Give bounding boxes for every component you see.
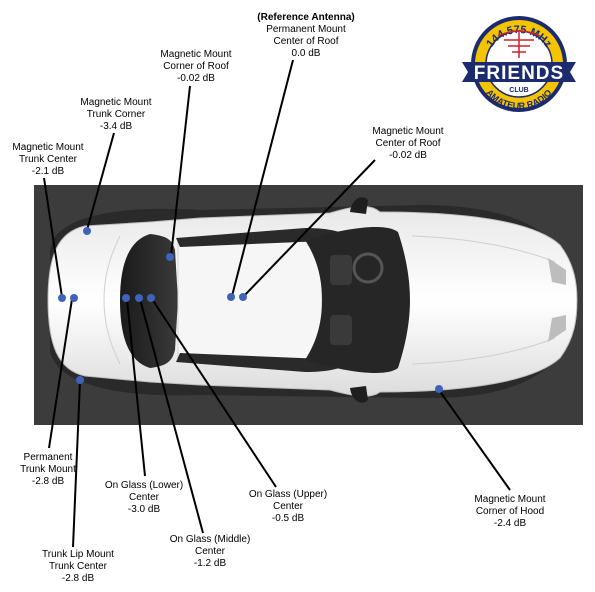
annotation-glass-upper-value: -0.5 dB xyxy=(271,513,305,524)
annotation-trunk-lip-line1: Trunk Lip Mount xyxy=(42,549,114,560)
annotation-mag-roof-corner: Magnetic Mount Corner of Roof -0.02 dB xyxy=(146,49,246,85)
mirror-bottom xyxy=(350,386,368,403)
annotation-mag-hood: Magnetic Mount Corner of Hood -2.4 dB xyxy=(460,494,560,530)
leader-line-mag-roof-corner xyxy=(170,85,191,257)
antenna-dot-mag-hood xyxy=(435,385,443,393)
annotation-perm-trunk: Permanent Trunk Mount -2.8 dB xyxy=(6,452,90,488)
car-top-view xyxy=(47,197,578,403)
annotation-glass-upper-line2: Center xyxy=(272,501,303,512)
antenna-markers xyxy=(58,227,443,393)
leader-line-mag-trunk-corner xyxy=(86,132,115,231)
antenna-dot-glass-upper xyxy=(147,294,155,302)
antenna-tower-icon xyxy=(497,30,541,58)
antenna-dot-mag-roof-center xyxy=(239,293,247,301)
annotation-reference-line2: Permanent Mount xyxy=(266,24,346,35)
annotation-glass-lower-line2: Center xyxy=(128,492,159,503)
annotation-reference-line1: (Reference Antenna) xyxy=(257,12,355,23)
annotation-mag-roof-corner-line2: Corner of Roof xyxy=(163,61,229,72)
annotation-glass-lower: On Glass (Lower) Center -3.0 dB xyxy=(94,480,194,516)
annotation-mag-trunk-center-value: -2.1 dB xyxy=(31,166,65,177)
antenna-dot-reference xyxy=(227,293,235,301)
annotation-mag-roof-corner-value: -0.02 dB xyxy=(177,73,215,84)
annotation-mag-trunk-corner-value: -3.4 dB xyxy=(99,121,133,132)
leader-line-perm-trunk xyxy=(48,298,73,449)
logo-club: CLUB xyxy=(509,87,528,94)
annotation-glass-upper: On Glass (Upper) Center -0.5 dB xyxy=(236,489,340,525)
annotation-reference-antenna: (Reference Antenna) Permanent Mount Cent… xyxy=(240,12,372,60)
annotation-mag-trunk-corner-line2: Trunk Corner xyxy=(86,109,146,120)
annotation-perm-trunk-line2: Trunk Mount xyxy=(20,464,76,475)
annotation-glass-middle-value: -1.2 dB xyxy=(193,558,227,569)
annotation-glass-middle-line1: On Glass (Middle) xyxy=(169,534,251,545)
annotation-perm-trunk-value: -2.8 dB xyxy=(31,476,65,487)
logo-banner xyxy=(462,62,576,82)
annotation-glass-lower-line1: On Glass (Lower) xyxy=(104,480,184,491)
leader-line-mag-hood xyxy=(438,389,511,491)
annotation-reference-line3: Center of Roof xyxy=(273,36,339,47)
leader-line-mag-roof-center xyxy=(242,159,376,298)
leader-line-reference xyxy=(231,59,294,297)
annotation-mag-hood-line1: Magnetic Mount xyxy=(474,494,546,505)
annotation-glass-middle: On Glass (Middle) Center -1.2 dB xyxy=(158,534,262,570)
side-window-bottom xyxy=(176,353,355,372)
side-window-top xyxy=(176,228,355,247)
antenna-dot-mag-trunk-corner xyxy=(83,227,91,235)
annotation-mag-trunk-corner-line1: Magnetic Mount xyxy=(80,97,152,108)
antenna-dot-mag-roof-corner xyxy=(166,253,174,261)
annotation-mag-trunk-corner: Magnetic Mount Trunk Corner -3.4 dB xyxy=(66,97,166,133)
leader-line-glass-middle xyxy=(139,298,204,534)
leader-line-glass-upper xyxy=(151,298,277,488)
annotation-glass-lower-value: -3.0 dB xyxy=(127,504,161,515)
annotation-perm-trunk-line1: Permanent xyxy=(23,452,73,463)
antenna-dot-mag-trunk-center xyxy=(58,294,66,302)
annotation-mag-hood-line2: Corner of Hood xyxy=(475,506,545,517)
friends-club-logo: 144.575 MHz FRIENDS CLUB AMATEUR RADIO xyxy=(462,16,576,112)
annotation-mag-roof-center: Magnetic Mount Center of Roof -0.02 dB xyxy=(358,126,458,162)
annotation-reference-value: 0.0 dB xyxy=(291,48,321,59)
annotation-mag-hood-value: -2.4 dB xyxy=(493,518,527,529)
annotation-trunk-lip-line2: Trunk Center xyxy=(49,561,107,572)
mirror-top xyxy=(350,197,368,214)
leader-line-mag-trunk-center xyxy=(43,177,63,298)
antenna-dot-glass-middle xyxy=(135,294,143,302)
annotation-mag-roof-center-line2: Center of Roof xyxy=(375,138,441,149)
annotation-mag-trunk-center: Magnetic Mount Trunk Center -2.1 dB xyxy=(0,142,96,178)
annotation-mag-trunk-center-line2: Trunk Center xyxy=(19,154,77,165)
annotation-trunk-lip-value: -2.8 dB xyxy=(61,573,95,584)
antenna-dot-trunk-lip xyxy=(76,376,84,384)
leader-lines xyxy=(43,59,511,548)
antenna-dot-perm-trunk xyxy=(70,294,78,302)
logo-name: FRIENDS xyxy=(474,63,564,84)
annotation-mag-roof-corner-line1: Magnetic Mount xyxy=(160,49,232,60)
antenna-dot-glass-lower xyxy=(122,294,130,302)
annotation-glass-middle-line2: Center xyxy=(194,546,225,557)
annotation-mag-trunk-center-line1: Magnetic Mount xyxy=(12,142,84,153)
leader-line-trunk-lip xyxy=(72,380,81,548)
annotation-mag-roof-center-value: -0.02 dB xyxy=(389,150,427,161)
leader-line-glass-lower xyxy=(126,298,146,477)
annotation-glass-upper-line1: On Glass (Upper) xyxy=(248,489,328,500)
annotation-mag-roof-center-line1: Magnetic Mount xyxy=(372,126,444,137)
annotation-trunk-lip: Trunk Lip Mount Trunk Center -2.8 dB xyxy=(28,549,128,585)
